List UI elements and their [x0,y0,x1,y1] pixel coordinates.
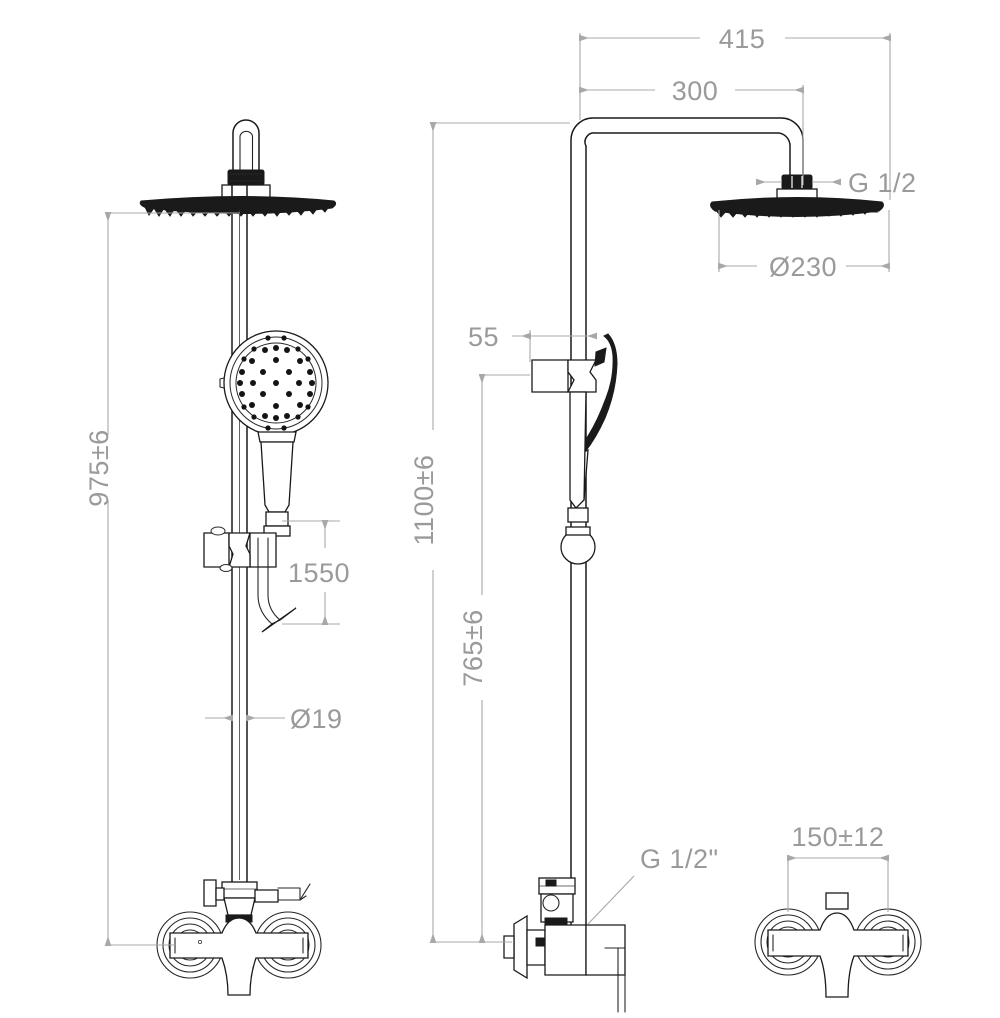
dimension-55-label: 55 [468,322,499,352]
label-head-thread: G 1/2 [756,168,917,198]
label-head-thread-text: G 1/2 [848,168,917,198]
shower-holder-bracket-left [203,526,277,572]
dimension-1100-label: 1100±6 [409,455,439,546]
dimension-head-diameter: Ø230 [718,210,890,282]
hand-shower-head-left [219,330,329,436]
dimension-415-label: 415 [719,24,766,54]
shower-holder-bracket-middle [531,359,598,393]
hand-shower-middle [567,333,618,523]
label-inlet-thread: G 1/2" [587,844,719,925]
dimension-1550: 1550 [282,520,350,625]
spray-nozzles-left [237,335,315,431]
dimension-765: 765±6 [458,374,530,943]
overhead-rain-head-middle [710,197,884,218]
dimension-975-label: 975±6 [84,429,114,506]
shower-mixer-right [767,892,909,998]
dimension-300: 300 [579,76,804,185]
left-view: 975±6 1550 Ø19 [84,119,350,996]
hand-shower-handle-left [257,431,297,537]
hose-connector-middle [560,526,596,565]
dimension-rail-diameter: Ø19 [205,704,343,734]
middle-view: 415 300 G 1/2 Ø230 [409,24,917,1013]
shower-mixer-middle [503,914,626,1013]
overhead-arm-left [232,119,260,179]
dimension-415: 415 [579,24,891,200]
dimension-head-diameter-label: Ø230 [769,252,837,282]
dimension-1550-label: 1550 [288,558,350,588]
bath-mixer-left [156,879,322,996]
label-inlet-thread-text: G 1/2" [640,844,719,874]
dimension-300-label: 300 [672,76,719,106]
shower-hose-left [257,537,297,633]
dimension-55: 55 [468,322,597,362]
right-view: 150±12 [754,822,922,998]
dimension-150: 150±12 [787,822,889,912]
inlet-connector-middle [538,877,576,926]
dimension-150-label: 150±12 [792,822,885,852]
dimension-765-label-text: 765±6 [458,609,488,686]
dimension-rail-diameter-label: Ø19 [290,704,343,734]
overhead-arm-middle [570,117,804,931]
dimension-975: 975±6 [84,212,240,946]
dimension-1100: 1100±6 [409,122,570,943]
